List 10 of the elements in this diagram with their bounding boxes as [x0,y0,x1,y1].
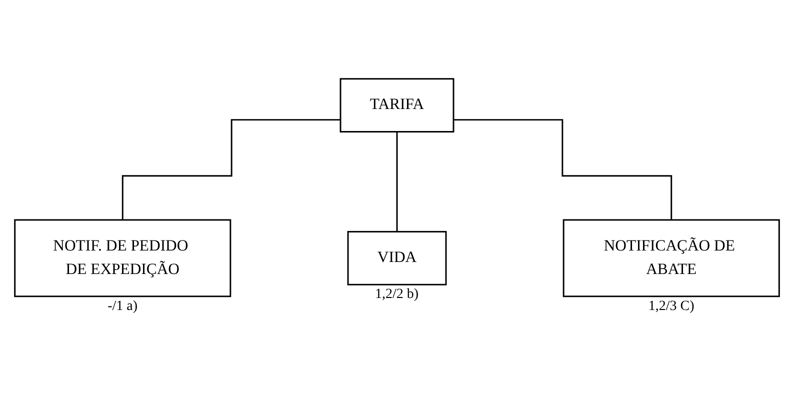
node-box: VIDA [347,231,447,286]
connector [122,119,340,221]
connector [396,131,398,233]
note-text: 1,2/3 C) [648,298,694,315]
node-box: TARIFA [340,78,454,133]
node-box: NOTIFICAÇÃO DE ABATE [562,220,780,298]
note-text: 1,2/2 b) [375,286,419,303]
note-text: -/1 a) [108,298,138,315]
node-box: NOTIF. DE PEDIDO DE EXPEDIÇÃO [14,220,232,298]
connector [454,119,672,221]
